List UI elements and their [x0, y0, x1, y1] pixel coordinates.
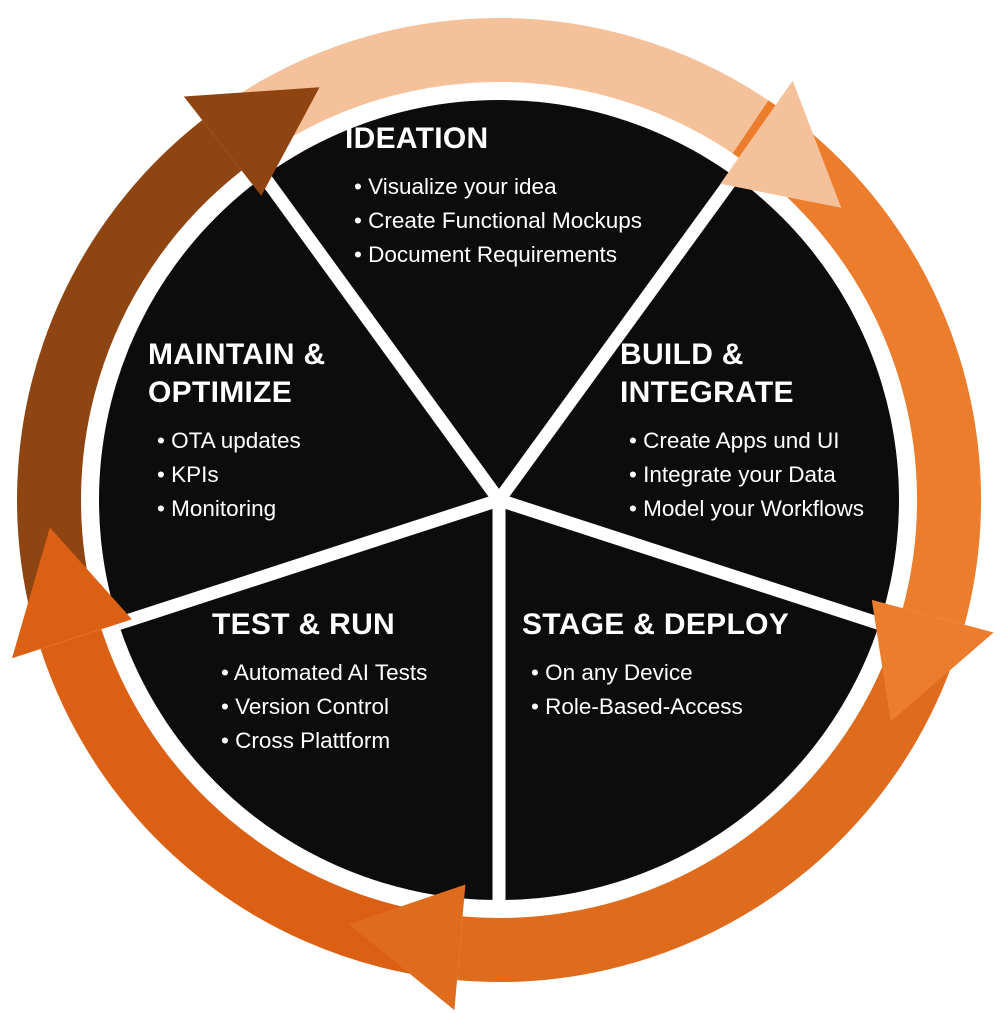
segment-test-run-title: TEST & RUN	[212, 608, 395, 641]
cycle-arrow-right-head	[871, 599, 994, 722]
segment-item: • KPIs	[157, 462, 219, 487]
segment-stage-deploy: STAGE & DEPLOY • On any Device • Role-Ba…	[522, 606, 832, 724]
segment-item: • Model your Workflows	[629, 496, 865, 521]
segment-item: • Integrate your Data	[629, 462, 836, 487]
segment-item: • On any Device	[531, 660, 693, 685]
segment-stage-deploy-title: STAGE & DEPLOY	[522, 608, 790, 641]
segment-item: • Create Functional Mockups	[354, 208, 643, 233]
segment-item: • Document Requirements	[354, 242, 617, 267]
divider-top-left	[258, 172, 505, 504]
cycle-arrow-bottom-left-head	[12, 527, 132, 659]
segment-maintain-optimize-title: MAINTAIN & OPTIMIZE	[148, 338, 326, 409]
segment-item: • Role-Based-Access	[531, 694, 743, 719]
segment-ideation-title: IDEATION	[345, 122, 489, 155]
segment-item: • Cross Plattform	[221, 728, 391, 753]
segment-build-integrate-title: BUILD & INTEGRATE	[620, 338, 794, 409]
segment-maintain-optimize-items: • OTA updates • KPIs • Monitoring	[148, 424, 398, 526]
segment-ideation: IDEATION • Visualize your idea • Create …	[345, 120, 685, 272]
divider-top-right	[493, 172, 740, 504]
segment-build-integrate-items: • Create Apps und UI • Integrate your Da…	[620, 424, 905, 526]
segment-item: • Visualize your idea	[354, 174, 557, 199]
cycle-arrow-bottom-right-arc	[457, 642, 952, 982]
divider-right	[496, 493, 882, 630]
segment-item: • Monitoring	[157, 496, 277, 521]
segment-test-run: TEST & RUN • Automated AI Tests • Versio…	[212, 606, 502, 758]
segment-build-integrate: BUILD & INTEGRATE • Create Apps und UI •…	[620, 336, 905, 526]
segment-item: • Automated AI Tests	[221, 660, 428, 685]
cycle-arrow-top-head	[720, 80, 842, 208]
segment-item: • OTA updates	[157, 428, 301, 453]
cycle-arrow-top-left-head	[183, 87, 320, 196]
segment-item: • Version Control	[221, 694, 389, 719]
segment-maintain-optimize: MAINTAIN & OPTIMIZE • OTA updates • KPIs…	[148, 336, 398, 526]
segment-item: • Create Apps und UI	[629, 428, 840, 453]
segment-test-run-items: • Automated AI Tests • Version Control •…	[212, 656, 502, 758]
segment-stage-deploy-items: • On any Device • Role-Based-Access	[522, 656, 832, 724]
cycle-arrow-bottom-right-head	[348, 884, 466, 1011]
segment-ideation-items: • Visualize your idea • Create Functiona…	[345, 170, 685, 272]
segment-dividers	[116, 172, 882, 900]
divider-left	[116, 493, 502, 630]
